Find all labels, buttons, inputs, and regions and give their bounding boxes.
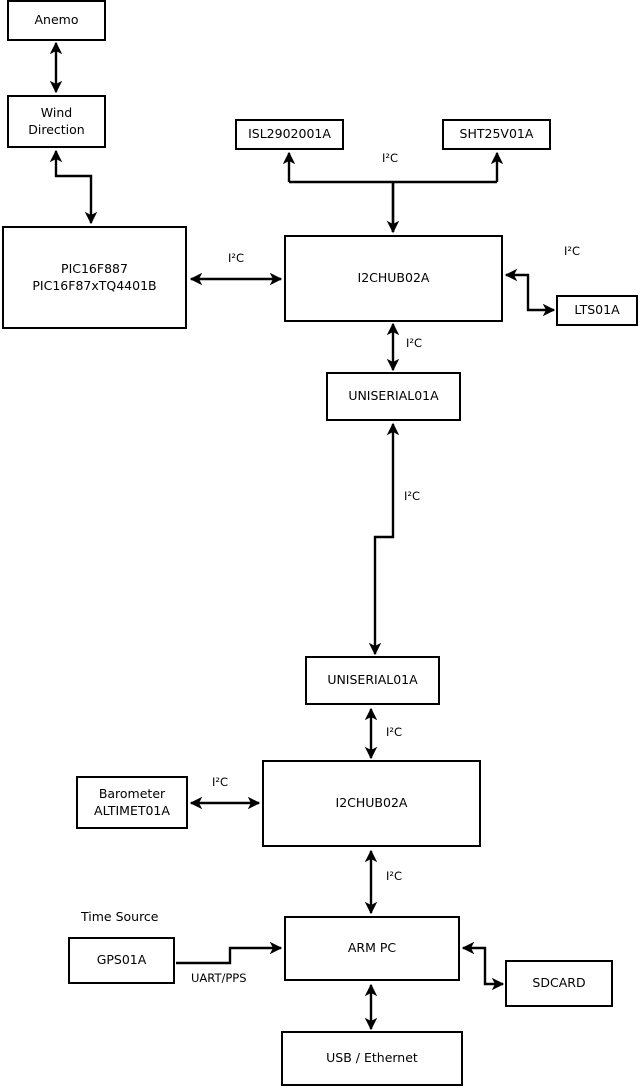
edge-hubtop-lts <box>504 268 556 317</box>
node-wind-direction[interactable]: Wind Direction <box>7 95 106 148</box>
node-lts01a[interactable]: LTS01A <box>556 295 638 326</box>
edge-label-pic-hub: I²C <box>228 251 245 265</box>
node-barometer-altimet01a[interactable]: Barometer ALTIMET01A <box>76 776 188 829</box>
node-sht25v01a[interactable]: SHT25V01A <box>442 119 551 150</box>
node-pic-microcontroller[interactable]: PIC16F887 PIC16F87xTQ4401B <box>2 226 187 329</box>
edge-label-uniserial-hubbot: I²C <box>386 725 403 739</box>
edge-gps-armpc <box>176 941 283 965</box>
edge-label-hubbot-armpc: I²C <box>386 869 403 883</box>
edge-label-isl-sht-bus: I²C <box>382 151 399 165</box>
edge-label-hub-uniserial: I²C <box>406 336 423 350</box>
edge-label-barometer-hubbot: I²C <box>212 775 229 789</box>
edge-uniserial-link <box>368 422 400 656</box>
node-i2chub02a-top[interactable]: I2CHUB02A <box>284 235 503 322</box>
node-uniserial01a-top[interactable]: UNISERIAL01A <box>326 372 461 421</box>
edge-label-gps-armpc: UART/PPS <box>191 971 247 985</box>
node-uniserial01a-bottom[interactable]: UNISERIAL01A <box>305 656 440 705</box>
node-gps01a[interactable]: GPS01A <box>68 937 175 984</box>
edge-label-uniserial-uniserial: I²C <box>404 489 421 503</box>
edge-armpc-sdcard <box>461 941 505 991</box>
node-anemo[interactable]: Anemo <box>7 0 106 41</box>
node-sdcard[interactable]: SDCARD <box>505 960 613 1007</box>
node-usb-ethernet[interactable]: USB / Ethernet <box>281 1031 463 1086</box>
node-i2chub02a-bottom[interactable]: I2CHUB02A <box>262 760 481 847</box>
node-isl2902001a[interactable]: ISL2902001A <box>235 119 344 150</box>
edge-pic-wind <box>49 149 98 225</box>
label-time-source: Time Source <box>81 909 159 924</box>
edge-label-hub-lts: I²C <box>564 244 581 258</box>
node-arm-pc[interactable]: ARM PC <box>284 916 460 981</box>
